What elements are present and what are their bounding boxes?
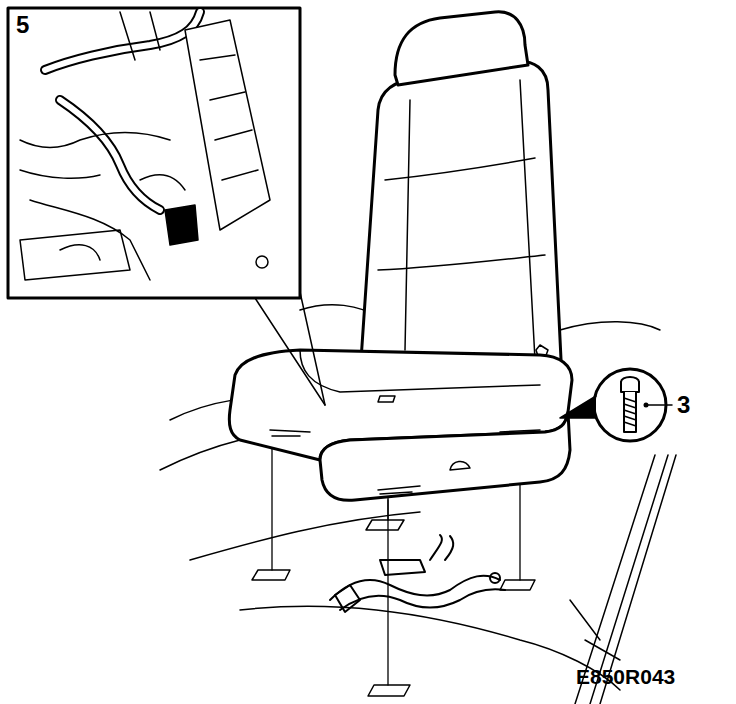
callout-number: 5 (16, 13, 29, 37)
callout-number: 3 (677, 393, 690, 417)
figure-code: E850R043 (576, 666, 675, 687)
